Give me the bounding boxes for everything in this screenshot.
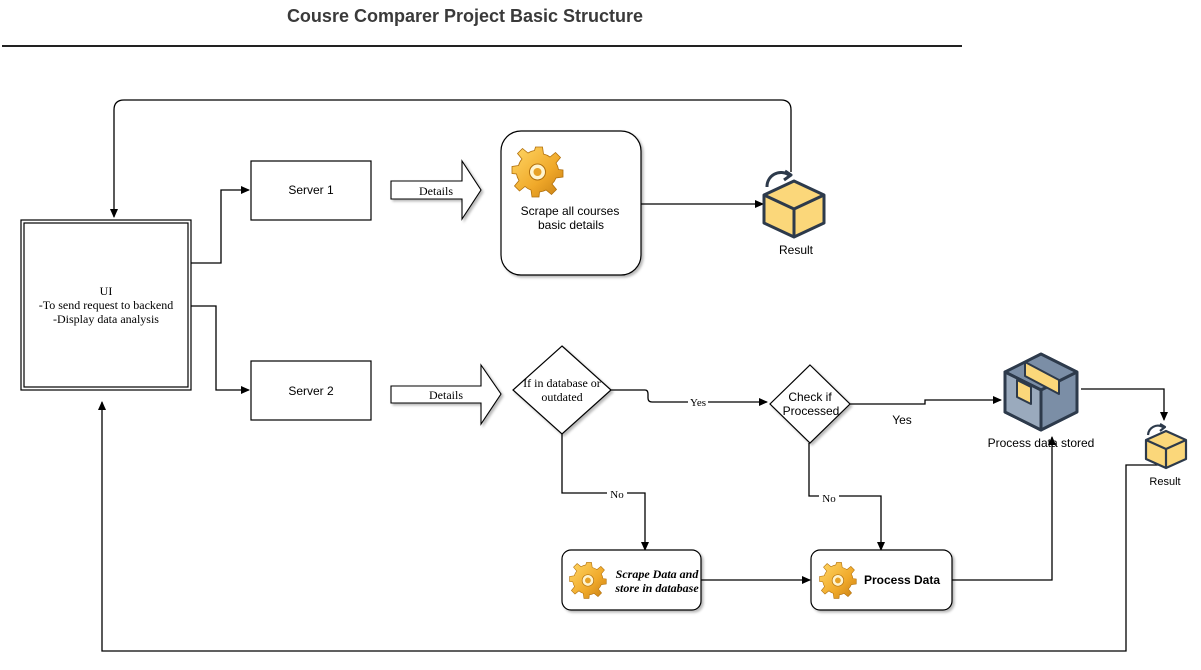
box-icon <box>762 169 826 239</box>
decision-db-label-1: If in database or <box>523 376 601 390</box>
gear-icon <box>819 562 857 599</box>
decision-check-processed: Check if Processed <box>769 364 851 444</box>
details-label-bottom: Details <box>429 388 463 402</box>
result-top-node: Result <box>762 169 826 257</box>
process-stored-node: Process data stored <box>988 352 1095 450</box>
server-2-node: Server 2 <box>250 360 372 421</box>
server-2-label: Server 2 <box>288 384 334 398</box>
ui-node: UI -To send request to backend -Display … <box>20 219 192 391</box>
server-1-node: Server 1 <box>250 160 372 221</box>
details-arrow-top: Details <box>390 159 482 221</box>
gear-icon <box>569 562 607 599</box>
result-right-label: Result <box>1149 476 1180 488</box>
svg-text:Yes: Yes <box>892 413 912 427</box>
decision-processed-label-1: Check if <box>788 390 832 404</box>
process-data-node: Process Data <box>810 549 953 611</box>
page-title: Cousre Comparer Project Basic Structure <box>287 6 643 26</box>
decision-db-label-2: outdated <box>541 390 582 404</box>
svg-text:No: No <box>610 489 624 501</box>
result-right-node: Result <box>1144 423 1188 488</box>
scrape-all-label-2: basic details <box>538 218 604 232</box>
decision-processed-label-2: Processed <box>783 404 840 418</box>
process-stored-label: Process data stored <box>988 436 1095 450</box>
gear-icon <box>511 146 564 198</box>
server-1-label: Server 1 <box>288 183 334 197</box>
box-icon <box>1144 423 1188 470</box>
package-icon <box>1003 352 1079 432</box>
result-top-label: Result <box>779 243 814 257</box>
connectors <box>98 99 1168 652</box>
scrape-all-node: Scrape all courses basic details <box>500 130 642 276</box>
edge-label-yes-db: Yes <box>688 396 708 409</box>
details-arrow-bottom: Details <box>390 363 502 426</box>
edge-label-no-processed: No <box>819 491 839 505</box>
scrape-store-label-1: Scrape Data and <box>616 567 700 581</box>
ui-node-title: UI <box>100 284 113 298</box>
decision-in-database: If in database or outdated <box>512 345 612 435</box>
ui-node-line-2: -To send request to backend <box>39 298 173 312</box>
scrape-store-node: Scrape Data and store in database <box>561 549 702 611</box>
scrape-all-label-1: Scrape all courses <box>521 204 620 218</box>
process-data-label: Process Data <box>864 573 940 587</box>
edge-label-no-db: No <box>607 488 627 501</box>
details-label-top: Details <box>419 184 453 198</box>
svg-text:No: No <box>822 493 836 505</box>
edge-label-yes-processed: Yes <box>892 413 912 427</box>
svg-text:Yes: Yes <box>690 397 706 409</box>
ui-node-line-3: -Display data analysis <box>53 312 159 326</box>
scrape-store-label-2: store in database <box>614 581 699 595</box>
